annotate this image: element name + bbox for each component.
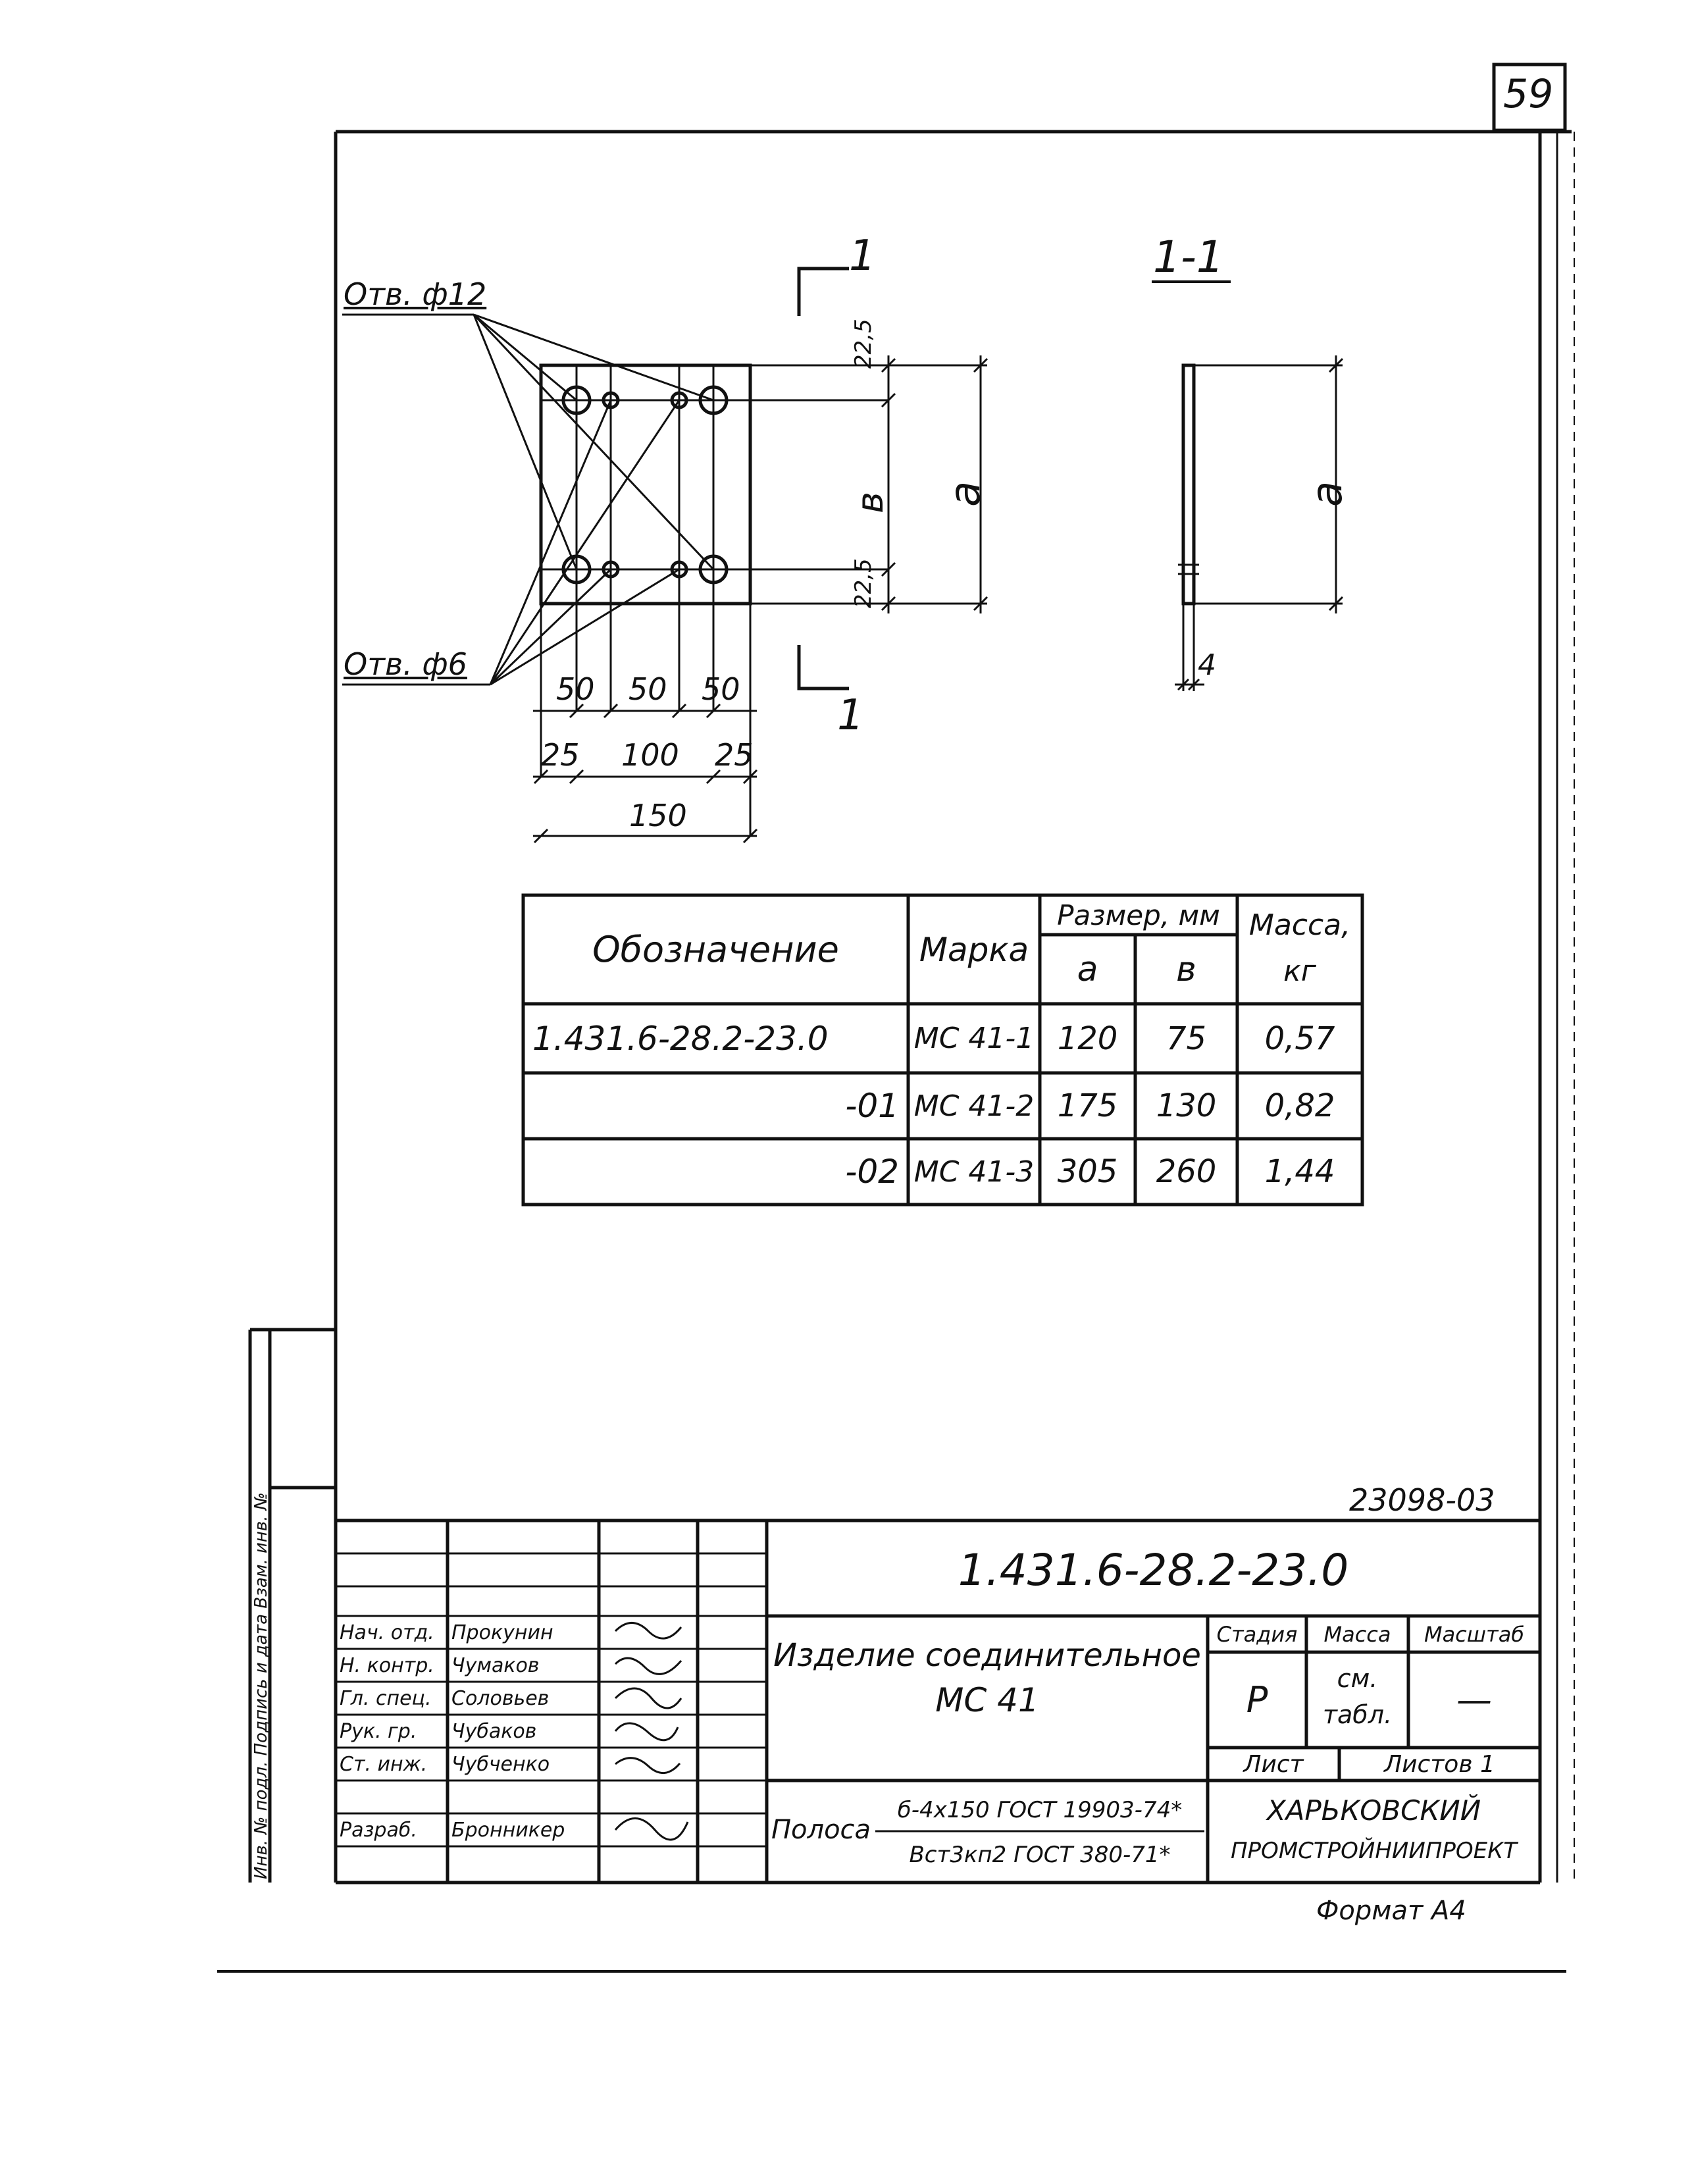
dim-150: 150 (629, 798, 687, 833)
header-mass: Масса, (1248, 908, 1351, 942)
row2-mark: МС 41-2 (913, 1089, 1035, 1123)
section-marker-bottom: 1 (837, 691, 864, 740)
header-designation: Обозначение (592, 929, 839, 970)
signer-name: Чумаков (451, 1653, 540, 1677)
signer-name: Чубченко (451, 1752, 550, 1776)
document-code: 1.431.6-28.2-23.0 (958, 1544, 1349, 1596)
product-mark: МС 41 (935, 1681, 1039, 1719)
hole-12-callout: Отв. ф12 (344, 276, 487, 312)
dim-22-5-top: 22,5 (850, 319, 877, 369)
scale-label: Масштаб (1424, 1621, 1525, 1647)
dim-22-5-bottom: 22,5 (850, 558, 877, 608)
row3-a: 305 (1057, 1153, 1118, 1190)
product-name: Изделие соединительное (773, 1637, 1201, 1674)
mass-value-line1: см. (1337, 1664, 1378, 1693)
side-stamp: Инв. № подл. Подпись и дата Взам. инв. № (251, 1492, 271, 1879)
row1-b: 75 (1166, 1020, 1207, 1057)
organization-line1: ХАРЬКОВСКИЙ (1266, 1794, 1481, 1827)
signer-role: Нач. отд. (340, 1621, 434, 1644)
mass-value-line2: табл. (1322, 1700, 1393, 1729)
row2-b: 130 (1156, 1087, 1217, 1124)
paper-format: Формат А4 (1316, 1896, 1466, 1926)
signer-role: Разраб. (340, 1818, 417, 1842)
dim-a-section: а (1303, 481, 1352, 507)
dim-100: 100 (621, 737, 679, 773)
sheets-count: Листов 1 (1384, 1750, 1495, 1778)
signer-name: Прокунин (451, 1621, 553, 1644)
row2-a: 175 (1057, 1087, 1118, 1124)
signer-role: Ст. инж. (340, 1752, 428, 1776)
signer-name: Чубаков (451, 1719, 537, 1743)
header-size-a: а (1077, 949, 1098, 989)
dim-50-b: 50 (629, 671, 667, 707)
signer-role: Гл. спец. (340, 1686, 432, 1710)
section-marker-top: 1 (849, 232, 876, 280)
stage-value: Р (1246, 1679, 1268, 1721)
dim-50-c: 50 (702, 671, 740, 707)
row1-designation: 1.431.6-28.2-23.0 (532, 1019, 829, 1058)
row1-mark: МС 41-1 (913, 1022, 1035, 1055)
sheet-number: 59 (1503, 71, 1554, 117)
row2-designation: -01 (845, 1087, 899, 1125)
header-size-b: в (1176, 949, 1196, 989)
row3-designation: -02 (845, 1153, 899, 1191)
signer-name: Бронникер (451, 1818, 565, 1842)
dim-a: а (941, 481, 990, 507)
scale-value: — (1456, 1679, 1492, 1721)
row1-mass: 0,57 (1264, 1020, 1335, 1057)
row3-b: 260 (1156, 1153, 1217, 1190)
header-mass-unit: кг (1283, 954, 1316, 988)
dim-50-a: 50 (556, 671, 595, 707)
header-mark: Марка (919, 930, 1029, 969)
section-title: 1-1 (1153, 232, 1224, 282)
dim-thickness: 4 (1198, 648, 1216, 682)
signer-role: Н. контр. (340, 1653, 434, 1677)
row3-mass: 1,44 (1264, 1153, 1335, 1190)
material-profile: б-4х150 ГОСТ 19903-74* (897, 1797, 1183, 1823)
dim-25-left: 25 (541, 737, 580, 773)
signer-name: Соловьев (451, 1686, 550, 1710)
hole-6-callout: Отв. ф6 (344, 646, 467, 682)
signer-role: Рук. гр. (340, 1719, 417, 1743)
header-size: Размер, мм (1057, 898, 1220, 931)
organization-line2: ПРОМСТРОЙНИИПРОЕКТ (1230, 1838, 1518, 1864)
archive-number: 23098-03 (1349, 1482, 1495, 1518)
row1-a: 120 (1057, 1020, 1118, 1057)
row3-mark: МС 41-3 (913, 1155, 1035, 1189)
dim-25-right: 25 (715, 737, 754, 773)
stage-label: Стадия (1216, 1621, 1298, 1647)
mass-label: Масса (1323, 1621, 1391, 1647)
material-label: Полоса (771, 1815, 871, 1845)
dim-b: в (849, 491, 892, 513)
row2-mass: 0,82 (1264, 1087, 1335, 1124)
sheet-label: Лист (1243, 1750, 1304, 1778)
material-steel: Вст3кп2 ГОСТ 380-71* (909, 1842, 1171, 1868)
